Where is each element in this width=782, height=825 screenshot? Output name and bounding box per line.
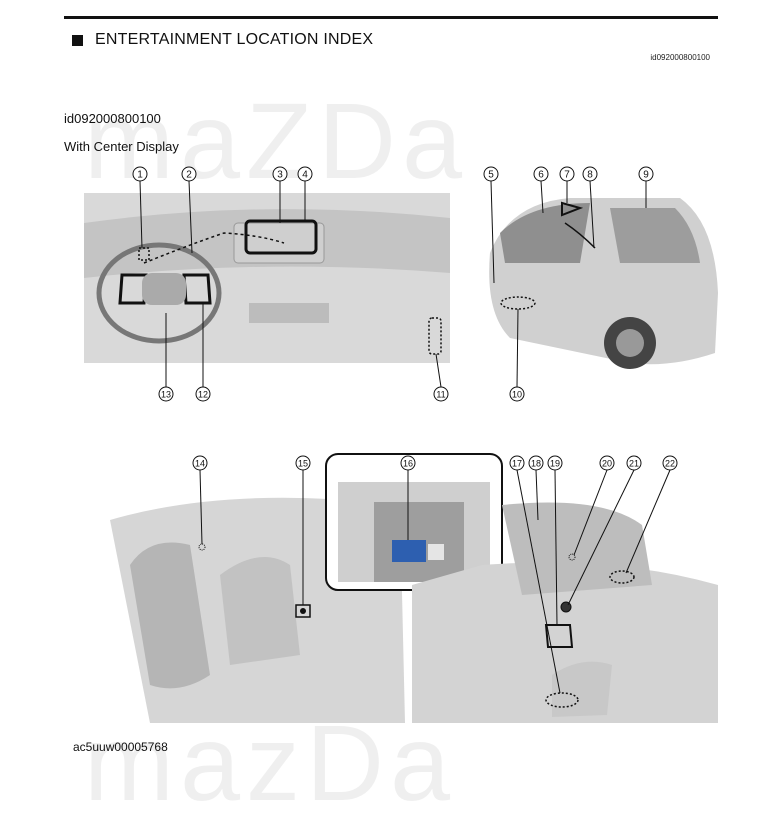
- page-title-text: ENTERTAINMENT LOCATION INDEX: [95, 31, 374, 48]
- console-inset-illustration: 16: [325, 453, 503, 591]
- svg-text:7: 7: [564, 170, 570, 181]
- top-rule: [64, 16, 718, 19]
- callout-21: 21: [567, 455, 642, 606]
- doc-id: id092000800100: [64, 111, 161, 126]
- svg-text:12: 12: [198, 390, 208, 400]
- center-display: [244, 219, 318, 255]
- svg-text:8: 8: [587, 170, 593, 181]
- svg-text:10: 10: [512, 390, 522, 400]
- callout-16: 16: [400, 455, 416, 540]
- svg-text:22: 22: [665, 459, 675, 469]
- svg-text:3: 3: [277, 170, 283, 181]
- callout-10: 10: [509, 308, 525, 402]
- steering-wheel-switches: [118, 273, 212, 305]
- usb-port-highlight: [392, 540, 426, 562]
- callout-19: 19: [547, 455, 563, 626]
- page-title: ENTERTAINMENT LOCATION INDEX: [72, 31, 373, 49]
- svg-text:4: 4: [302, 170, 308, 181]
- dashboard-illustration: 1 2 3 4 13 12 11: [84, 166, 450, 402]
- callout-12: 12: [195, 303, 211, 402]
- callout-6: 6: [533, 166, 549, 214]
- callout-18: 18: [528, 455, 544, 521]
- svg-text:19: 19: [550, 459, 560, 469]
- doc-id-small: id092000800100: [650, 53, 710, 62]
- svg-text:18: 18: [531, 459, 541, 469]
- svg-text:11: 11: [436, 390, 445, 400]
- svg-text:13: 13: [161, 390, 171, 400]
- callout-1: 1: [132, 166, 148, 249]
- svg-text:9: 9: [643, 170, 649, 181]
- callout-9: 9: [638, 166, 654, 208]
- svg-text:20: 20: [602, 459, 612, 469]
- callout-17: 17: [509, 455, 561, 694]
- bullet-square-icon: [72, 34, 83, 46]
- callout-11: 11: [433, 353, 449, 402]
- callout-7: 7: [559, 166, 575, 203]
- callout-13: 13: [158, 313, 174, 402]
- callout-15: 15: [295, 455, 311, 605]
- section-subheading: With Center Display: [64, 139, 179, 154]
- svg-text:17: 17: [512, 459, 522, 469]
- svg-text:21: 21: [629, 459, 639, 469]
- callout-4: 4: [297, 166, 313, 221]
- svg-text:1: 1: [137, 170, 143, 181]
- callout-22: 22: [625, 455, 678, 574]
- callout-2: 2: [181, 166, 197, 254]
- svg-text:16: 16: [403, 459, 413, 469]
- svg-text:2: 2: [186, 170, 192, 181]
- callout-20: 20: [573, 455, 615, 556]
- callout-8: 8: [582, 166, 598, 249]
- callout-5: 5: [483, 166, 499, 284]
- svg-text:15: 15: [298, 459, 308, 469]
- svg-text:6: 6: [538, 170, 544, 181]
- svg-text:14: 14: [195, 459, 205, 469]
- callout-14: 14: [192, 455, 208, 545]
- figure-id: ac5uuw00005768: [73, 740, 168, 754]
- svg-text:5: 5: [488, 170, 494, 181]
- rear-exterior-illustration: 5 6 7 8 9 10: [483, 166, 718, 402]
- interior-front-illustration: 17 18 19 20 21 22: [412, 455, 718, 723]
- callout-3: 3: [272, 166, 288, 223]
